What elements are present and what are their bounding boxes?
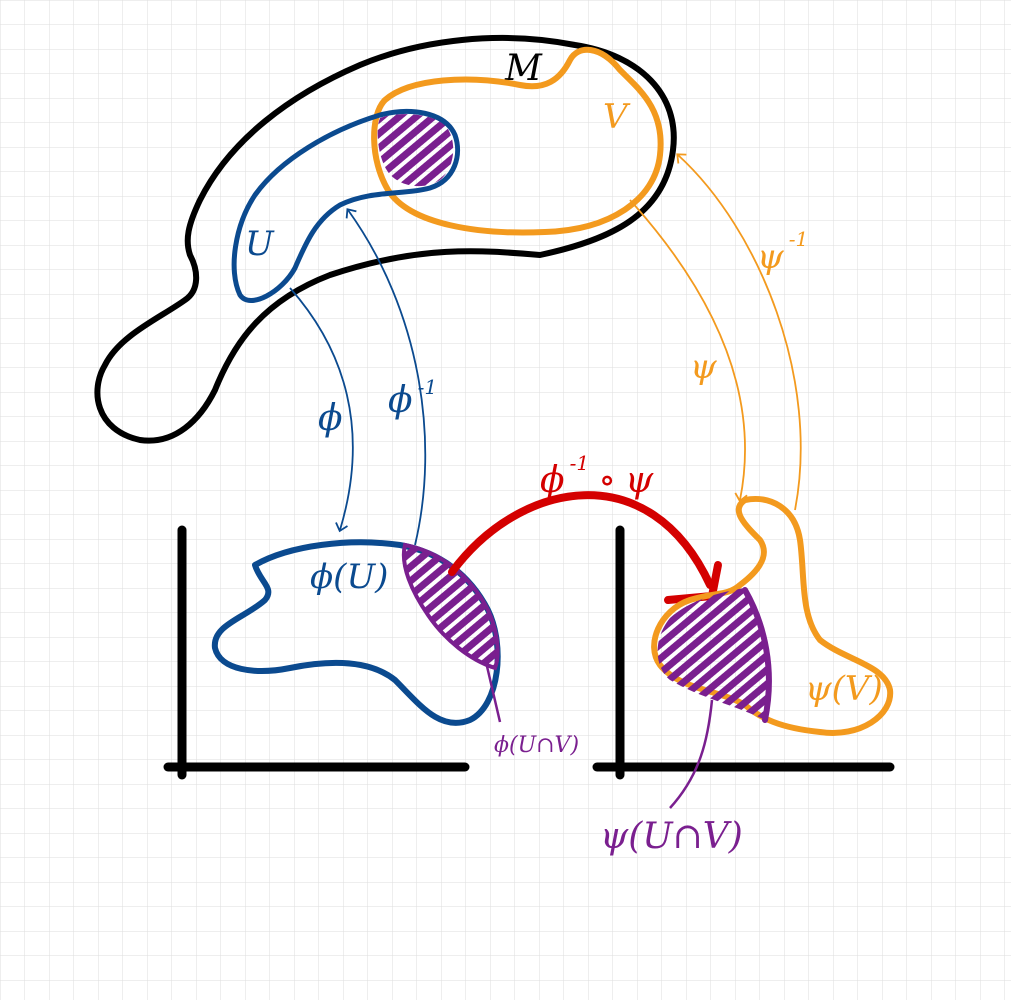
transition-compose: ∘ — [598, 460, 616, 501]
psi-v-outline — [651, 496, 894, 736]
phi-inverse-exponent: -1 — [418, 375, 437, 399]
transition-map-label: ϕ -1 ∘ ψ — [540, 451, 654, 501]
set-u-outline — [231, 108, 461, 303]
psi-arrow — [629, 199, 748, 503]
transition-exponent: -1 — [570, 451, 589, 475]
set-v-label: V — [603, 97, 631, 137]
psi-inverse-arrow — [676, 153, 802, 511]
psi-inverse-label: ψ -1 — [757, 227, 808, 277]
psi-intersection-label: ψ(U∩V) — [600, 816, 743, 857]
psi-intersection-pointer — [669, 699, 714, 809]
psi-v-label: ψ(V) — [805, 669, 883, 709]
left-chart-axes — [163, 525, 470, 780]
overlap-region-in-phi-chart — [401, 542, 500, 671]
manifold-outline — [94, 34, 677, 444]
phi-inverse-arrow — [345, 208, 427, 546]
transition-map-arrow — [448, 491, 714, 589]
phi-intersection-pointer — [484, 661, 502, 723]
overlap-region-in-manifold — [377, 114, 454, 187]
psi-label: ψ — [690, 347, 717, 387]
transition-phi: ϕ — [540, 460, 565, 501]
psi-overlap-boundary — [742, 587, 772, 723]
set-v-outline — [371, 46, 664, 236]
psi-inverse-exponent: -1 — [789, 227, 808, 251]
phi-inverse-label: ϕ -1 — [388, 375, 437, 421]
transition-psi: ψ — [625, 460, 654, 501]
set-u-label: U — [245, 224, 275, 264]
phi-intersection-label: ϕ(U∩V) — [494, 733, 579, 758]
phi-arrow — [289, 287, 354, 533]
right-chart-axes — [592, 525, 895, 780]
phi-inverse-symbol: ϕ — [388, 380, 413, 421]
psi-inverse-symbol: ψ — [757, 237, 784, 277]
phi-label: ϕ — [318, 398, 343, 439]
overlap-region-in-psi-chart — [657, 588, 769, 720]
phi-u-label: ϕ(U) — [310, 557, 388, 597]
